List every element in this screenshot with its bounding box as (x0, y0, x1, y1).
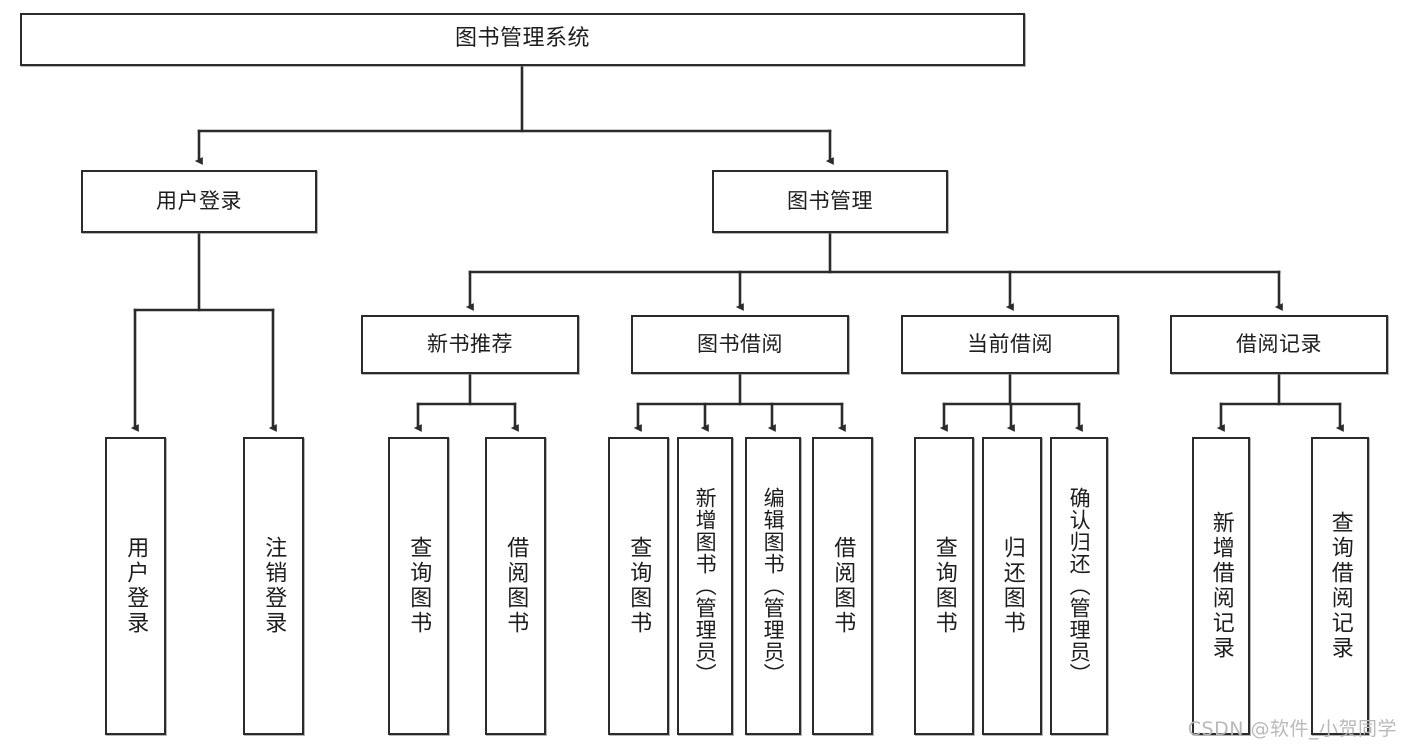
node-leaf-edit-book-label: 编辑图书（管理员） (761, 487, 786, 685)
node-leaf-add-record[interactable]: 新增借阅记录 (1192, 437, 1250, 735)
node-leaf-edit-book[interactable]: 编辑图书（管理员） (745, 437, 801, 735)
node-book-manage[interactable]: 图书管理 (712, 170, 948, 233)
node-leaf-confirm-return-label: 确认归还（管理员） (1067, 487, 1092, 685)
watermark-text: CSDN @软件_小贺同学 (1187, 718, 1397, 740)
node-leaf-return-book[interactable]: 归还图书 (982, 437, 1042, 735)
node-leaf-borrow-book-1[interactable]: 借阅图书 (485, 437, 546, 735)
node-root-label: 图书管理系统 (454, 26, 590, 52)
node-user-login-label: 用户登录 (156, 188, 242, 213)
node-leaf-borrow-book-1-label: 借阅图书 (503, 536, 529, 636)
node-book-borrow-label: 图书借阅 (697, 331, 783, 356)
node-leaf-add-book-label: 新增图书（管理员） (693, 487, 718, 685)
node-current-borrow[interactable]: 当前借阅 (901, 315, 1119, 374)
node-leaf-user-login[interactable]: 用户登录 (105, 437, 166, 735)
node-leaf-borrow-book-2-label: 借阅图书 (830, 536, 856, 636)
node-leaf-add-record-label: 新增借阅记录 (1208, 511, 1234, 661)
node-leaf-query-book-1-label: 查询图书 (406, 536, 432, 636)
node-leaf-user-login-label: 用户登录 (123, 536, 149, 636)
node-leaf-query-book-3-label: 查询图书 (931, 536, 957, 636)
node-leaf-query-book-1[interactable]: 查询图书 (388, 437, 449, 735)
node-leaf-logout-login[interactable]: 注销登录 (243, 437, 304, 735)
node-leaf-query-book-2-label: 查询图书 (626, 536, 652, 636)
node-new-book-recommend[interactable]: 新书推荐 (361, 315, 579, 374)
node-book-manage-label: 图书管理 (787, 188, 873, 213)
node-borrow-record[interactable]: 借阅记录 (1170, 315, 1388, 374)
node-borrow-record-label: 借阅记录 (1236, 331, 1322, 356)
node-user-login[interactable]: 用户登录 (81, 170, 317, 233)
node-current-borrow-label: 当前借阅 (967, 331, 1053, 356)
node-leaf-add-book[interactable]: 新增图书（管理员） (677, 437, 733, 735)
node-leaf-logout-login-label: 注销登录 (261, 536, 287, 636)
node-leaf-borrow-book-2[interactable]: 借阅图书 (812, 437, 873, 735)
node-leaf-query-record-label: 查询借阅记录 (1327, 511, 1353, 661)
node-leaf-query-book-2[interactable]: 查询图书 (608, 437, 669, 735)
node-leaf-return-book-label: 归还图书 (999, 536, 1025, 636)
node-root[interactable]: 图书管理系统 (20, 13, 1025, 66)
node-leaf-query-record[interactable]: 查询借阅记录 (1311, 437, 1369, 735)
node-leaf-confirm-return[interactable]: 确认归还（管理员） (1050, 437, 1108, 735)
node-new-book-recommend-label: 新书推荐 (427, 331, 513, 356)
node-book-borrow[interactable]: 图书借阅 (631, 315, 849, 374)
node-leaf-query-book-3[interactable]: 查询图书 (914, 437, 974, 735)
